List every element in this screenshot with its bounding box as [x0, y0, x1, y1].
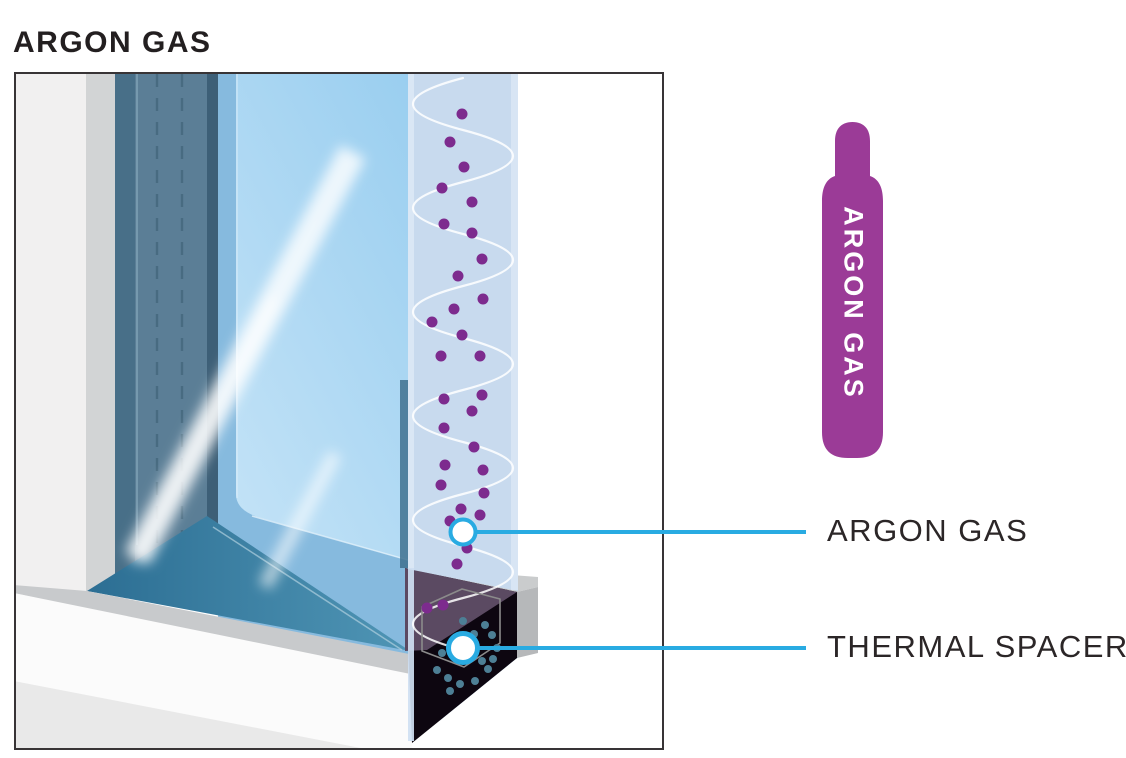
- argon-gas-label: ARGON GAS: [827, 513, 1029, 548]
- glass-reflections: [124, 145, 366, 590]
- spacer-outline: [421, 588, 501, 668]
- diagram-frame-border: [14, 72, 664, 750]
- spacer-side-face: [517, 587, 538, 658]
- page-title: ARGON GAS: [13, 26, 212, 60]
- thermal-spacer-label: THERMAL SPACER: [827, 629, 1126, 664]
- convection-curve: [412, 76, 514, 652]
- spacer-tinted-region: [405, 568, 517, 651]
- argon-callout-marker: [448, 517, 478, 547]
- spacer-callout-marker: [446, 631, 480, 665]
- cylinder-label: ARGON GAS: [838, 206, 869, 400]
- sill-corner-shadow: [15, 681, 366, 749]
- pane-edge-highlight: [408, 568, 414, 741]
- frame-dark-strip: [115, 73, 135, 586]
- window-cross-section: [15, 73, 663, 749]
- glass-bottom-wedge: [87, 516, 410, 651]
- sash-edge-strip: [207, 73, 218, 532]
- frame-gray-strip: [86, 73, 115, 592]
- argon-gas-cylinder: [822, 122, 883, 458]
- argon-dots: [421, 108, 490, 614]
